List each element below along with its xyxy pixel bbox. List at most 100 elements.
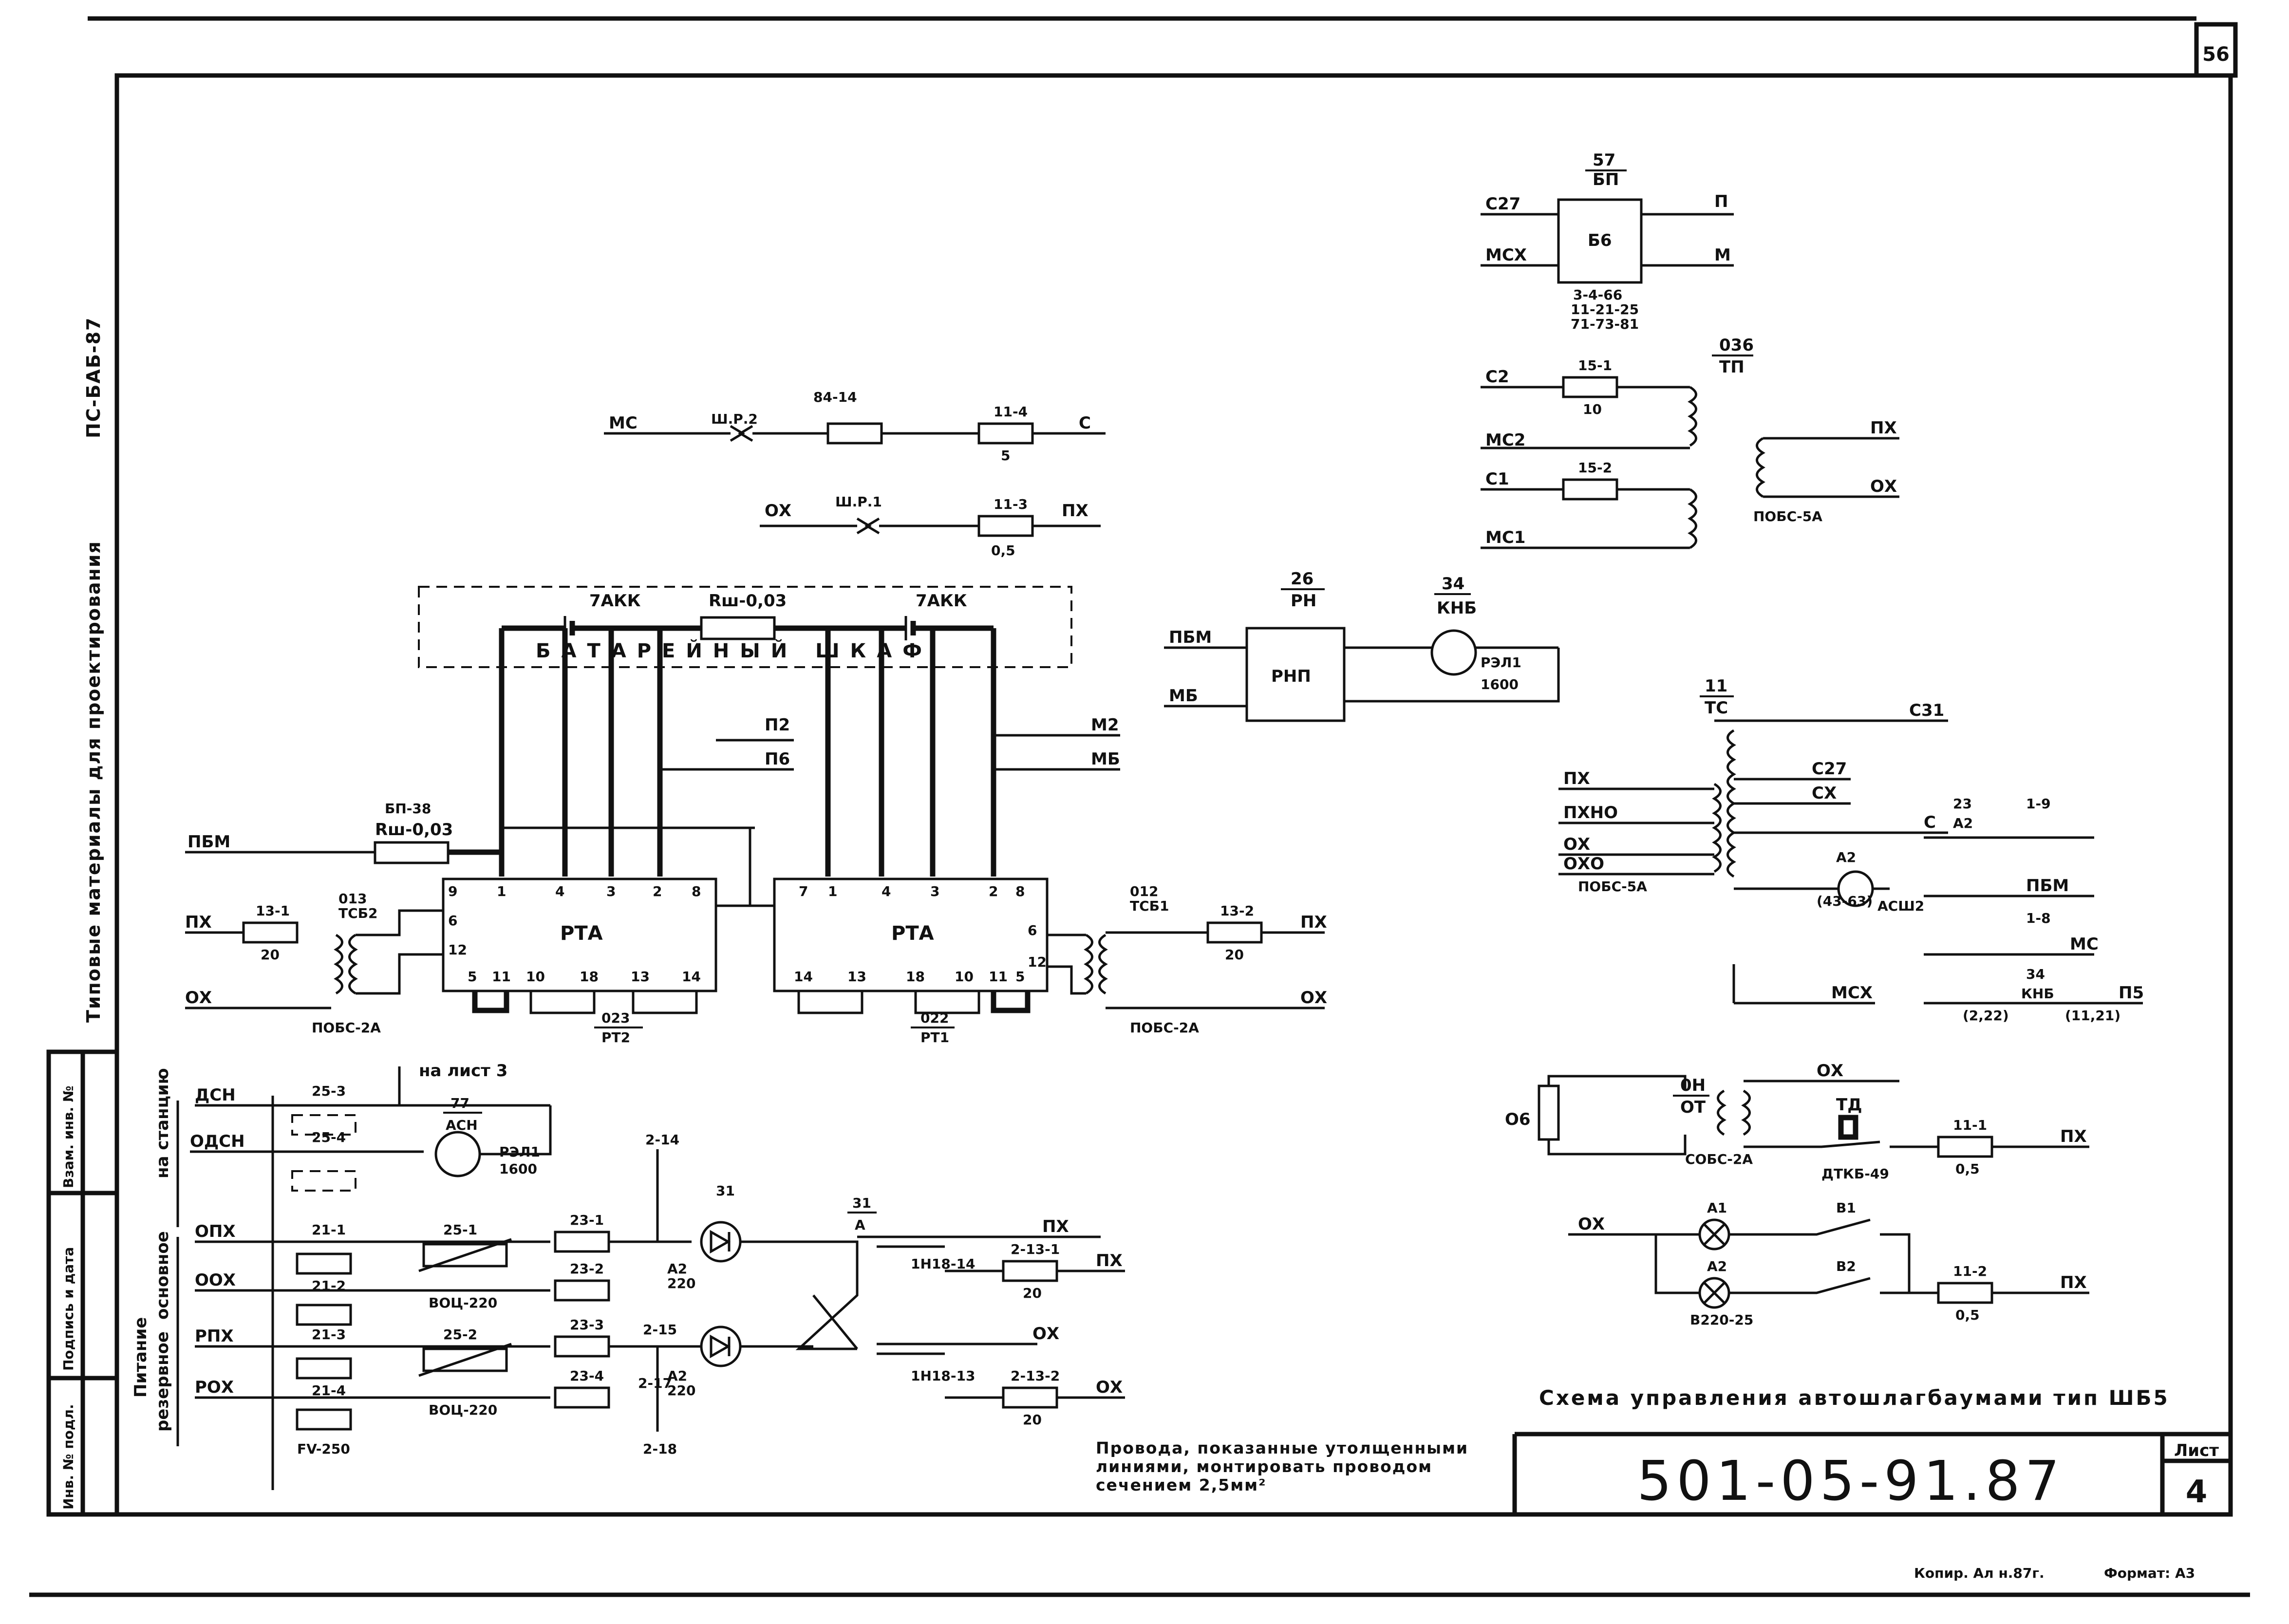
tsb-left2: ТСБ2 [338, 905, 377, 921]
na-list-label: на лист 3 [419, 1061, 507, 1081]
wire-px-ot: ПХ [2060, 1127, 2087, 1146]
power-section: на станцию основное резервное Питание ДС… [131, 1061, 1125, 1490]
varistor-25-2 [422, 1347, 508, 1372]
tp-top: 036 [1719, 336, 1754, 355]
knb-top: 34 [1442, 574, 1464, 594]
svg-text:3: 3 [606, 883, 616, 899]
svg-text:8: 8 [1015, 883, 1025, 899]
svg-text:2: 2 [989, 883, 998, 899]
ref-20a: 20 [261, 947, 280, 963]
tsb-left: 013 [338, 891, 367, 907]
wire-mc-label: МС [609, 413, 638, 433]
ref-21-4: 21-4 [312, 1382, 346, 1399]
rpx-label: РПХ [195, 1326, 234, 1346]
sheet-label: Лист [2174, 1441, 2219, 1460]
ref-b2: В2 [1836, 1258, 1856, 1274]
resistor-23-3 [554, 1335, 610, 1358]
ref-a2-led: А2 [1836, 849, 1856, 865]
pobs-5a-2-label: ПОБС-5А [1578, 878, 1647, 895]
wire-c27: С27 [1485, 194, 1520, 214]
mounting-note-box: Провода, показанные утолщенными линиями,… [1096, 1439, 1469, 1494]
wire-c27b: С27 [1812, 759, 1847, 779]
ref-23b: А2 [1953, 815, 1973, 831]
wire-mb-rnp: МБ [1169, 686, 1198, 706]
ref-2-17: 2-17 [638, 1375, 672, 1391]
svg-text:4: 4 [555, 883, 564, 899]
svg-text:18: 18 [580, 969, 599, 985]
wire-cx: СХ [1812, 784, 1837, 803]
asn-relay-coil [434, 1131, 481, 1177]
wire-mc2: МС2 [1485, 430, 1525, 450]
svg-text:5: 5 [468, 969, 477, 985]
sobs-label: СОБС-2А [1685, 1151, 1753, 1167]
svg-text:10: 10 [526, 969, 545, 985]
ref-2-13-1: 2-13-1 [1011, 1241, 1060, 1257]
b6-block: 57 БП Б6 С27 МСХ П М 3-4-66 11-21-25 71-… [1481, 150, 1734, 332]
b6-num: 57 [1593, 150, 1615, 170]
resistor-15-1 [1562, 376, 1618, 398]
wire-c31: С31 [1909, 701, 1944, 720]
fv-label: FV-250 [297, 1441, 350, 1457]
td-element [1838, 1115, 1858, 1140]
ref-a2-top: А2 [667, 1261, 687, 1277]
ref-25-3: 25-3 [312, 1083, 346, 1099]
wire-o6: О6 [1505, 1110, 1531, 1129]
svg-text:12: 12 [448, 942, 467, 958]
sheet-value: 4 [2186, 1474, 2208, 1510]
ref-77b: АСН [446, 1117, 478, 1133]
meter-a-bottom [700, 1325, 742, 1367]
ref-13-2: 13-2 [1220, 903, 1254, 919]
wire-ox-right: ОХ [1300, 988, 1327, 1008]
wire-px-bottom2: ПХ [1042, 1217, 1069, 1236]
side-code-group: ПС-БАБ-87 [83, 317, 104, 438]
wire-ox-ot: ОХ [1817, 1061, 1843, 1081]
ref-11-1: 11-1 [1953, 1117, 1987, 1133]
ref-2-15: 2-15 [643, 1322, 677, 1338]
wire-c2: С2 [1485, 367, 1509, 387]
ref-shr2: Ш.Р.2 [711, 411, 758, 427]
b6-note-1: 3-4-66 [1573, 287, 1622, 303]
svg-text:18: 18 [906, 969, 925, 985]
rta-left-label: РТА [560, 922, 603, 945]
ref-2-18: 2-18 [643, 1441, 677, 1457]
wire-msx: МСХ [1485, 245, 1527, 265]
ref-25-4: 25-4 [312, 1129, 346, 1145]
resistor-11-1 [1937, 1136, 1993, 1158]
wire-msx-tc: МСХ [1831, 983, 1873, 1003]
power-label: Питание [131, 1317, 150, 1398]
ref-25-1: 25-1 [443, 1222, 477, 1238]
b220-label: В220-25 [1690, 1312, 1753, 1328]
ref-23-3: 23-3 [570, 1317, 604, 1333]
ref-20d: 20 [1023, 1412, 1042, 1428]
resistor-84-14 [826, 422, 883, 445]
wire-c-label: С [1079, 413, 1091, 433]
ref-11-21: (11,21) [2065, 1008, 2120, 1024]
drawing-title: Схема управления автошлагбаумами тип ШБ5 [1539, 1386, 2170, 1410]
knb-relay-coil [1430, 629, 1477, 676]
ref-25-2: 25-2 [443, 1326, 477, 1343]
vots1-label: ВОЦ-220 [429, 1295, 497, 1311]
b6-note-2: 11-21-25 [1571, 301, 1639, 317]
wire-px-tp: ПХ [1870, 418, 1897, 438]
resistor-23-1 [554, 1231, 610, 1253]
ref-21-2: 21-2 [312, 1278, 346, 1294]
transformer-left-coil [334, 933, 343, 995]
tsb-right2: ТСБ1 [1130, 898, 1169, 914]
ref-15-2: 15-2 [1578, 460, 1612, 476]
resistor-15-2 [1562, 478, 1618, 501]
svg-text:11: 11 [492, 969, 511, 985]
power-main-label: основное [153, 1231, 172, 1320]
ref-10: 10 [1583, 401, 1602, 417]
svg-text:6: 6 [1028, 922, 1037, 938]
ref-20c: 20 [1023, 1285, 1042, 1301]
ref-a1: А1 [1707, 1200, 1727, 1216]
ref-a2b: А2 [667, 1368, 687, 1384]
ref-13-1: 13-1 [256, 903, 290, 919]
pobs-5a-label: ПОБС-5А [1753, 508, 1822, 524]
sheet-frame [114, 73, 2233, 1517]
vots2-label: ВОЦ-220 [429, 1402, 497, 1418]
wire-ox-label: ОХ [765, 501, 791, 521]
svg-text:3: 3 [930, 883, 939, 899]
mounting-note: Провода, показанные утолщенными линиями,… [1096, 1439, 1469, 1494]
